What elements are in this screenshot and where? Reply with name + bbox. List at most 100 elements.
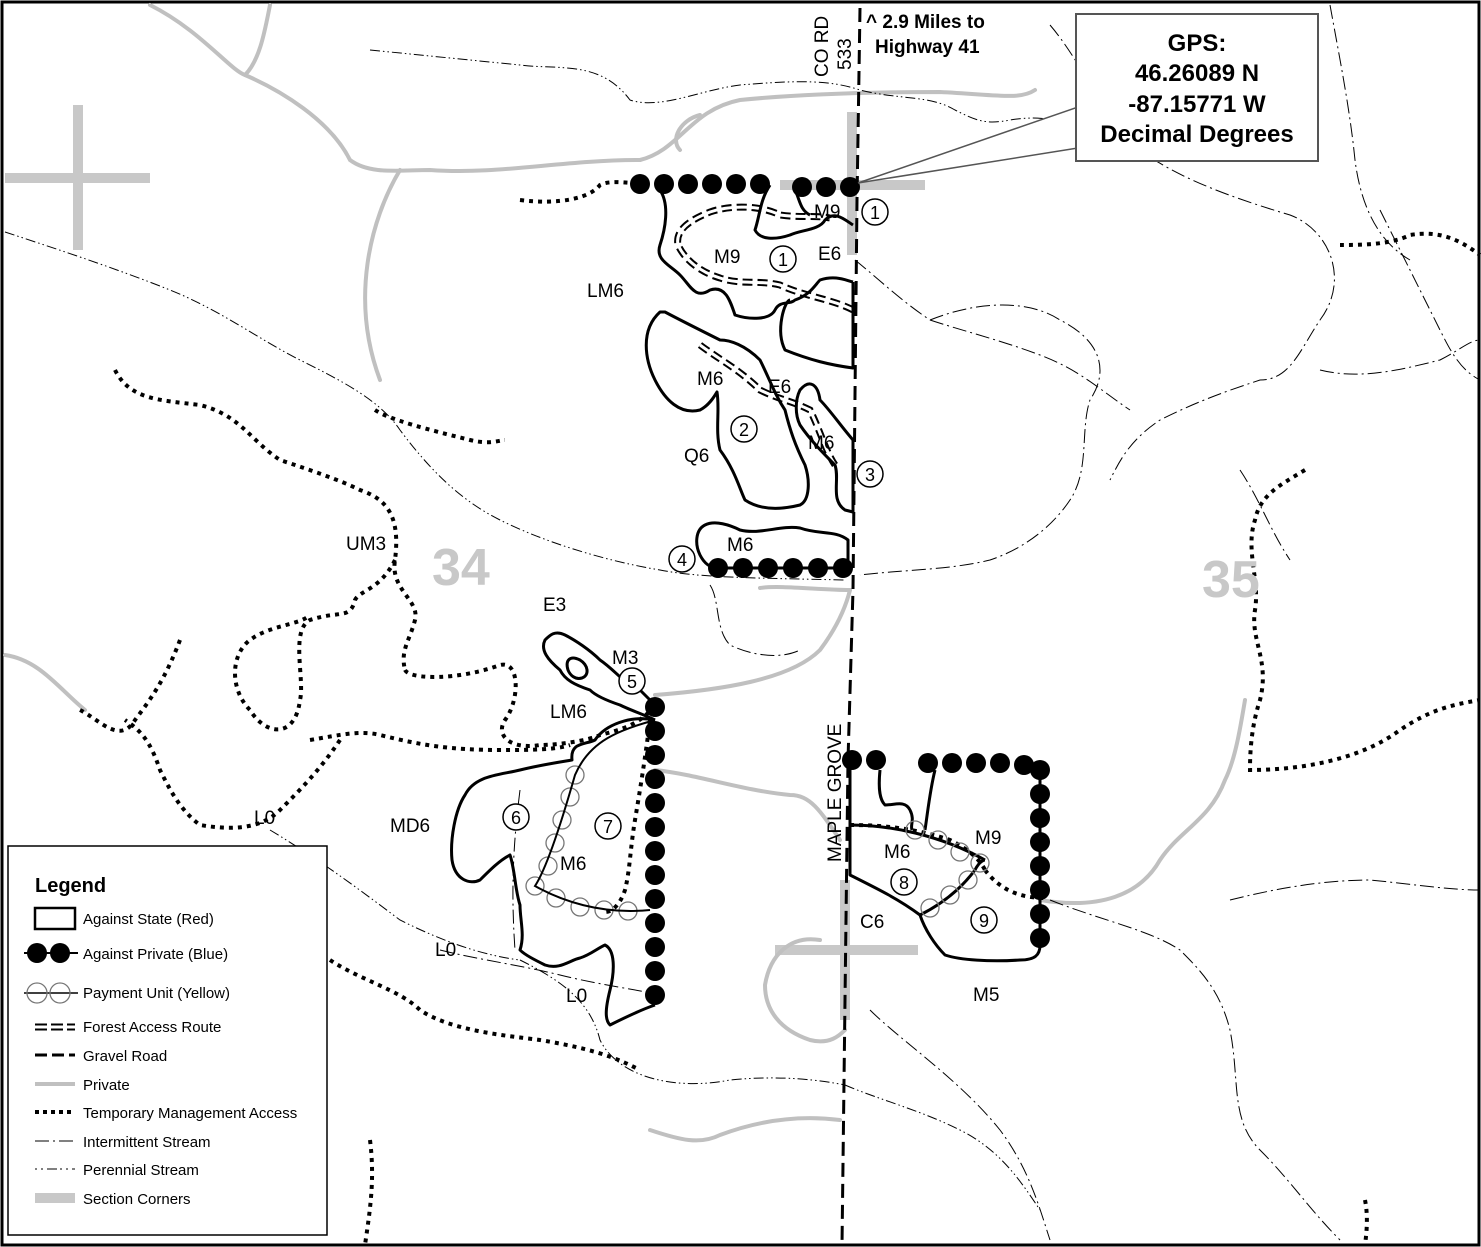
stand-label: M9 [975,828,1001,849]
against-private-dot [816,177,836,197]
against-private-dot [645,985,665,1005]
against-private-dot [1030,856,1050,876]
unit-7-payment-boundary [533,719,656,912]
stand-label: L0 [435,940,456,961]
against-private-dot [645,745,665,765]
payment-unit-circle [958,870,978,890]
unit-number: 1 [778,250,788,270]
private-roads [3,3,1247,1143]
against-private-dot [1030,904,1050,924]
against-private-dot [645,889,665,909]
against-private-dot [630,174,650,194]
stand-label: C6 [860,912,884,933]
legend-title: Legend [35,875,106,897]
stand-label: M6 [808,433,834,454]
against-private-dot [842,750,862,770]
payment-unit-circle [940,885,960,905]
against-private-dot [645,697,665,717]
highway-direction-line1: ^ 2.9 Miles to [866,12,985,33]
payment-unit-circle [546,888,566,908]
intermittent-streams [439,4,1481,1241]
stand-label: UM3 [346,534,386,555]
legend-symbol-against-state [33,906,77,931]
stand-labels: LM6 M9 M9 E6 M6 E6 M6 Q6 M6 UM3 E3 M3 LM… [254,202,1001,1007]
intermittent-stream [854,259,1101,576]
gps-longitude: -87.15771 W [1128,91,1266,118]
against-private-dot [1030,808,1050,828]
unit-8-inner-boundary [877,769,914,831]
unit-number: 8 [899,873,909,893]
against-private-dot [645,841,665,861]
against-private-dot [702,174,722,194]
intermittent-stream [929,319,1131,411]
unit-boundaries [450,184,1042,1027]
unit-number: 4 [677,550,687,570]
against-private-dot [645,961,665,981]
against-private-dot [840,177,860,197]
payment-unit-circle [905,820,925,840]
co-rd-533-maple-grove [840,7,862,1246]
legend-label: Against State (Red) [83,911,214,928]
payment-unit-circle [928,830,948,850]
against-private-dot [942,753,962,773]
perennial-stream [844,1084,1041,1211]
payment-unit-circle [950,842,970,862]
private-road [648,1116,842,1143]
unit-1-inner-boundary [753,184,854,240]
private-road [363,168,402,382]
temp-access-route [519,180,636,204]
unit-number: 2 [739,420,749,440]
unit-badge: 5 [618,667,646,695]
stand-label: M3 [612,648,638,669]
unit-6-boundary [450,717,656,1027]
legend-label: Against Private (Blue) [83,946,228,963]
stand-label: M6 [727,535,753,556]
legend-label: Intermittent Stream [83,1134,211,1151]
unit-8-9-boundary [848,760,1042,963]
against-private-dot [1030,760,1050,780]
unit-number: 9 [979,911,989,931]
private-road [148,3,272,78]
against-private-dot [1014,755,1034,775]
private-road [653,768,842,842]
stand-label: M6 [560,854,586,875]
against-private-dot [758,558,778,578]
payment-unit-circle [525,876,545,896]
forest-access-route-north-center [676,205,854,312]
temp-access-route [233,559,397,732]
against-private-dot [792,177,812,197]
unit-number: 3 [865,465,875,485]
against-private-dot [654,174,674,194]
temp-access-route [113,369,418,671]
payment-unit-circle [920,898,940,918]
unit-4-boundary [695,521,850,570]
unit-2-boundary [644,310,810,510]
unit-badge: 4 [668,545,696,573]
unit-8-9-divider [919,858,986,917]
unit-3-boundary [794,382,855,514]
against-private-dot [866,750,886,770]
unit-badge: 1 [861,198,889,226]
stand-label: M9 [714,247,740,268]
unit-number: 1 [870,203,880,223]
forest-access-route-mid-center [699,343,837,466]
against-private-dot [645,865,665,885]
unit-8-north-boundary [849,823,986,862]
against-private-dot [808,558,828,578]
highway-direction-line2: Highway 41 [875,37,980,58]
stand-label: LM6 [587,281,624,302]
unit-number-badges: 1 1 2 3 4 5 6 7 [502,198,998,934]
gps-format: Decimal Degrees [1100,121,1293,148]
legend-label: Forest Access Route [83,1019,221,1036]
perennial-stream [519,959,846,1086]
section-number-34: 34 [432,539,490,597]
private-road [1038,698,1247,905]
temp-access-route [309,730,571,753]
against-private-dot [645,937,665,957]
temp-access-route [79,639,182,733]
unit-badge: 6 [502,803,530,831]
stand-label: M9 [814,202,840,223]
stand-label: E3 [543,595,566,616]
